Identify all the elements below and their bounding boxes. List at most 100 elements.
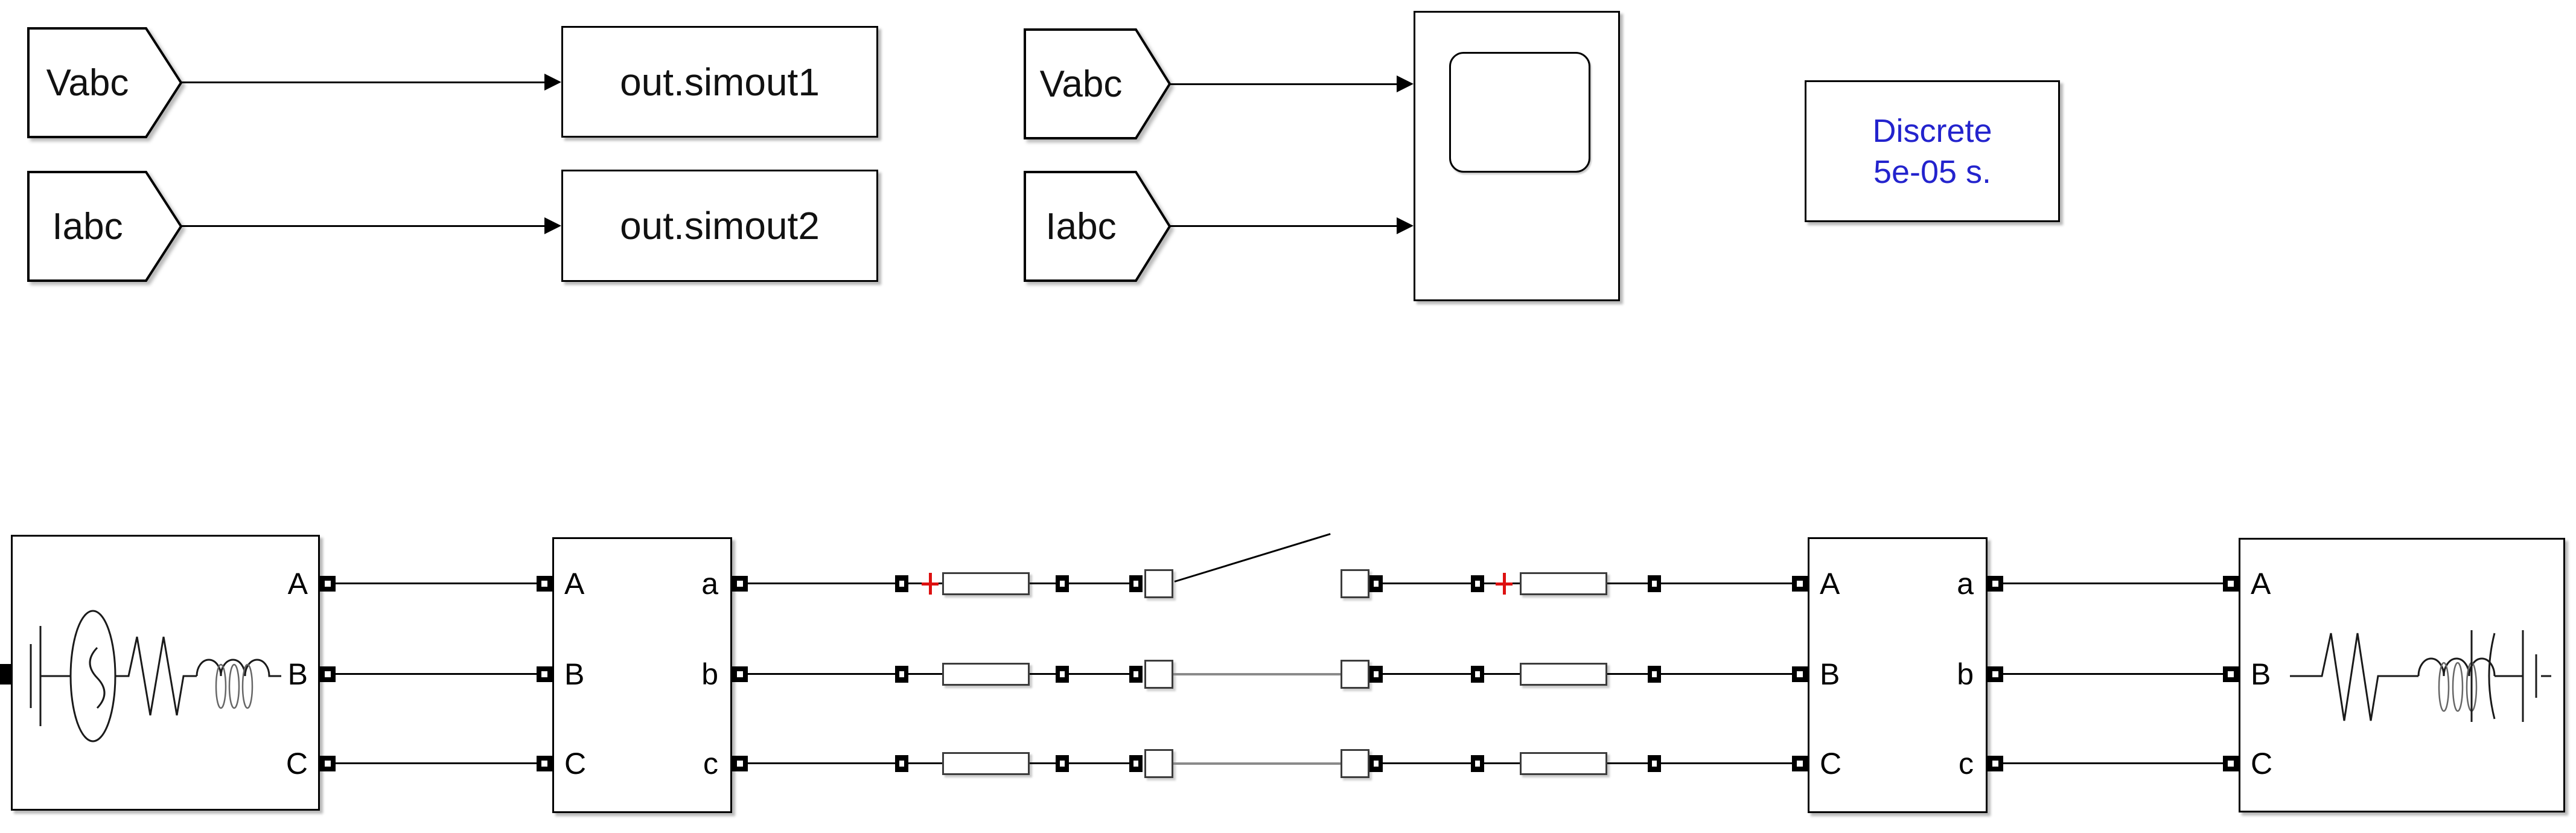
phase-c-wire[interactable] [1069,762,1129,764]
phase-a-wire[interactable] [1383,582,1471,584]
phase-c-wire[interactable] [1030,762,1056,764]
connection-port-icon[interactable] [1056,575,1069,592]
arrowhead-icon [1397,75,1414,92]
breaker-terminal[interactable] [1341,660,1369,689]
connection-port-icon[interactable] [1369,666,1383,683]
phase-a-wire[interactable] [336,582,537,584]
phase-b-wire[interactable] [748,673,895,675]
connection-port-icon[interactable] [2223,756,2239,771]
phase-c-wire[interactable] [1383,762,1471,764]
connection-port-icon[interactable] [320,756,336,771]
arrowhead-icon [544,74,561,91]
phase-b-wire[interactable] [1069,673,1129,675]
rlc-branch-block-c1[interactable] [942,752,1030,775]
connection-port-icon[interactable] [895,575,908,592]
scope-block[interactable] [1414,11,1620,301]
connection-port-icon[interactable] [732,756,748,771]
phase-b-wire[interactable] [908,673,942,675]
signal-wire[interactable] [181,225,546,227]
rlc-branch-block-b1[interactable] [942,663,1030,686]
connection-port-icon[interactable] [2223,666,2239,682]
connection-port-icon[interactable] [2223,576,2239,592]
connection-port-icon[interactable] [1056,666,1069,683]
to-workspace2-block[interactable]: out.simout2 [561,170,878,282]
connection-port-icon[interactable] [537,576,552,592]
phase-a-wire[interactable] [1607,582,1648,584]
phase-b-wire[interactable] [1607,673,1648,675]
phase-b-wire[interactable] [1030,673,1056,675]
phase-c-wire[interactable] [748,762,895,764]
phase-a-wire[interactable] [748,582,895,584]
phase-b-wire[interactable] [1383,673,1471,675]
connection-port-icon[interactable] [320,666,336,682]
connection-port-icon[interactable] [1369,575,1383,592]
rlc-branch-block-c2[interactable] [1520,752,1607,775]
phase-a-wire[interactable] [1030,582,1056,584]
breaker-terminal[interactable] [1341,749,1369,778]
signal-wire[interactable] [1170,225,1398,227]
breaker-terminal[interactable] [1341,569,1369,598]
phase-c-wire[interactable] [908,762,942,764]
rlc-branch-block-a2[interactable] [1520,572,1607,595]
connection-port-icon[interactable] [537,666,552,682]
connection-port-icon[interactable] [1988,576,2003,592]
breaker-terminal[interactable] [1144,569,1173,598]
three-phase-block-1[interactable] [552,537,732,813]
connection-port-icon[interactable] [1471,666,1484,683]
connection-port-icon[interactable] [1471,575,1484,592]
from-tag-vabc2-label: Vabc [1039,63,1123,105]
connection-port-icon[interactable] [895,666,908,683]
connection-port-icon[interactable] [1129,666,1143,683]
phase-b-wire[interactable] [2003,673,2223,675]
phase-a-wire[interactable] [1069,582,1129,584]
connection-port-icon[interactable] [1471,755,1484,772]
rlc-branch-block-a1[interactable] [942,572,1030,595]
phase-c-wire[interactable] [1607,762,1648,764]
from-tag-icon[interactable] [27,27,183,138]
block1-port-label-b: b [701,657,718,691]
block2-port-label-C: C [1820,747,1842,780]
breaker-closed-line-icon[interactable] [1173,673,1341,675]
series-rlc-load-block[interactable] [2239,538,2565,812]
phase-c-wire[interactable] [336,762,537,764]
connection-port-icon[interactable] [1648,666,1661,683]
connection-port-icon[interactable] [895,755,908,772]
connection-port-icon[interactable] [1988,666,2003,682]
from-tag-icon[interactable] [1024,171,1171,282]
powergui-block[interactable]: Discrete 5e-05 s. [1805,80,2060,222]
connection-port-icon[interactable] [1056,755,1069,772]
phase-b-wire[interactable] [336,673,537,675]
from-tag-icon[interactable] [1024,28,1171,139]
breaker-open-lever-icon[interactable] [1174,533,1331,582]
connection-port-icon[interactable] [732,666,748,682]
source-neutral-port[interactable] [0,664,11,685]
connection-port-icon[interactable] [1792,666,1808,682]
phase-c-wire[interactable] [1484,762,1520,764]
connection-port-icon[interactable] [1648,755,1661,772]
connection-port-icon[interactable] [732,576,748,592]
from-tag-icon[interactable] [27,171,183,282]
phase-a-wire[interactable] [1661,582,1792,584]
connection-port-icon[interactable] [1792,576,1808,592]
breaker-terminal[interactable] [1144,660,1173,689]
phase-b-wire[interactable] [1484,673,1520,675]
phase-c-wire[interactable] [2003,762,2223,764]
connection-port-icon[interactable] [1129,575,1143,592]
connection-port-icon[interactable] [1369,755,1383,772]
signal-wire[interactable] [181,81,546,83]
three-phase-block-2[interactable] [1808,537,1988,813]
connection-port-icon[interactable] [1988,756,2003,771]
signal-wire[interactable] [1170,83,1398,85]
phase-a-wire[interactable] [2003,582,2223,584]
to-workspace1-block[interactable]: out.simout1 [561,26,878,138]
connection-port-icon[interactable] [1129,755,1143,772]
rlc-branch-block-b2[interactable] [1520,663,1607,686]
connection-port-icon[interactable] [1648,575,1661,592]
phase-b-wire[interactable] [1661,673,1792,675]
breaker-terminal[interactable] [1144,749,1173,778]
connection-port-icon[interactable] [537,756,552,771]
connection-port-icon[interactable] [1792,756,1808,771]
connection-port-icon[interactable] [320,576,336,592]
breaker-closed-line-icon[interactable] [1173,762,1341,765]
phase-c-wire[interactable] [1661,762,1792,764]
